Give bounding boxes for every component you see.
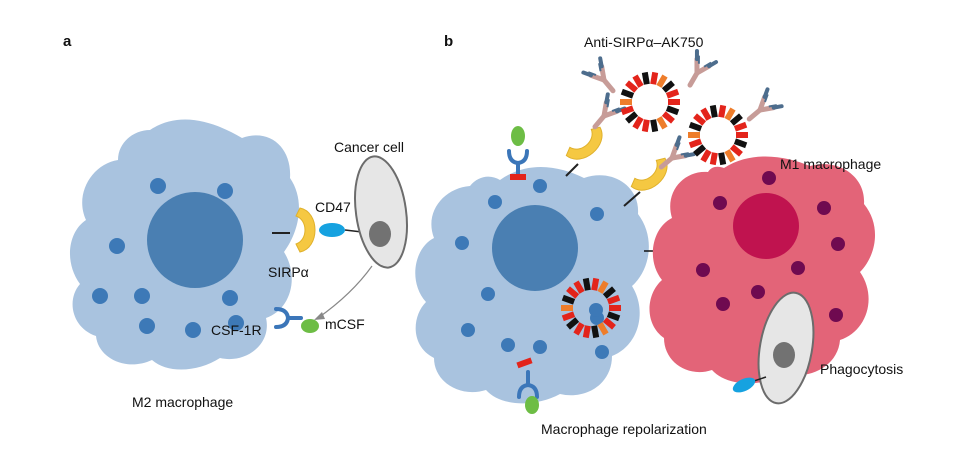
nanoparticle-block: [602, 317, 616, 330]
label-macrophage-repolarization: Macrophage repolarization: [541, 421, 707, 437]
sirpa-receptor-icon-b-1: [563, 123, 611, 168]
nanoparticle-block: [620, 105, 635, 116]
nanoparticle-block: [641, 71, 650, 85]
nanoparticle-block: [688, 121, 703, 132]
label-m1-macrophage: M1 macrophage: [780, 156, 881, 172]
nanoparticle-block: [656, 116, 668, 130]
m2-nucleus: [147, 192, 243, 288]
nanoparticle-block: [632, 116, 644, 130]
label-cd47: CD47: [315, 199, 351, 215]
m1-macrophage-cell: [649, 156, 876, 384]
nanoparticle-block: [733, 138, 748, 149]
cancer-cell-nucleus: [369, 221, 391, 247]
panel-b: b Anti-SIRPα–AK750: [415, 33, 903, 437]
nanoparticle-block: [693, 113, 707, 126]
nanoparticle-block: [729, 113, 743, 126]
nanoparticle-block: [700, 149, 712, 163]
label-nanoparticle: Anti-SIRPα–AK750: [584, 34, 704, 50]
nanoparticle-block: [582, 277, 591, 291]
nanoparticle-block: [591, 325, 600, 339]
nanoparticle-block: [661, 111, 675, 124]
nanoparticle-block: [602, 286, 616, 299]
nanoparticle-block: [573, 322, 585, 336]
nanoparticle-block: [709, 152, 718, 166]
m1-granules: [696, 171, 845, 322]
nanoparticle-block: [700, 107, 712, 121]
receptor-block-top: [510, 174, 526, 180]
nanoparticle-block: [736, 132, 748, 138]
nanoparticle-block: [609, 305, 621, 311]
nanoparticle-block: [729, 144, 743, 157]
nanoparticle-block: [718, 104, 727, 118]
panel-b-letter: b: [444, 33, 453, 50]
b-nucleus: [492, 205, 578, 291]
nanoparticle-block: [620, 99, 632, 105]
panel-a-letter: a: [63, 33, 72, 50]
nanoparticle-block: [724, 107, 736, 121]
label-sirpa: SIRPα: [268, 264, 309, 280]
nanoparticle-block: [656, 74, 668, 88]
nanoparticle-block: [688, 138, 703, 149]
antibody-icon-1: [587, 94, 625, 133]
antibody-icon-4: [680, 51, 716, 91]
nanoparticle-block: [597, 280, 609, 294]
csf1r-receptor-icon: [274, 307, 303, 329]
b-granules: [455, 179, 609, 359]
nanoparticle-block: [665, 88, 680, 99]
nanoparticle-block: [688, 132, 700, 138]
nanoparticle-block: [582, 325, 591, 339]
nanoparticle-block: [606, 294, 621, 305]
sirpa-receptor-icon: [295, 207, 316, 253]
nanoparticle-block: [632, 74, 644, 88]
nanoparticle-block: [625, 80, 639, 93]
nanoparticle-block: [566, 317, 580, 330]
mcsf-icon-b-bottom: [525, 396, 539, 414]
nanoparticle-icon-internalized: [561, 277, 621, 339]
nanoparticle-block: [724, 149, 736, 163]
mcsf-icon: [301, 319, 319, 333]
nanoparticle-icon-2: [688, 104, 748, 166]
nanoparticle-block: [661, 80, 675, 93]
label-mcsf: mCSF: [325, 316, 365, 332]
antibody-icon-5: [742, 89, 781, 127]
nanoparticle-block: [573, 280, 585, 294]
nanoparticle-block: [561, 294, 576, 305]
panel-a: a Cancer cell: [63, 33, 408, 410]
label-m2-macrophage: M2 macrophage: [132, 394, 233, 410]
nanoparticle-block: [650, 71, 659, 85]
mcsf-icon-b-top: [511, 126, 525, 146]
nanoparticle-block: [620, 88, 635, 99]
cd47-icon: [319, 223, 345, 237]
nanoparticle-block: [597, 322, 609, 336]
nanoparticle-block: [693, 144, 707, 157]
nanoparticle-block: [709, 104, 718, 118]
cancer-cell: [354, 155, 408, 269]
nanoparticle-block: [718, 152, 727, 166]
nanoparticle-icon-1: [620, 71, 680, 133]
nanoparticle-block: [665, 105, 680, 116]
antibody-icon-3: [583, 58, 621, 97]
nanoparticle-block: [561, 311, 576, 322]
phagocytosed-cancer-nucleus: [773, 342, 795, 368]
mcsf-release-arrow: [317, 265, 373, 319]
m2-granules: [92, 178, 244, 338]
nanoparticle-block: [733, 121, 748, 132]
receptor-block-bottom: [516, 357, 533, 369]
nanoparticle-block: [625, 111, 639, 124]
nanoparticle-block: [668, 99, 680, 105]
nanoparticle-block: [606, 311, 621, 322]
nanoparticle-block: [591, 277, 600, 291]
m1-nucleus: [733, 193, 799, 259]
label-cancer-cell: Cancer cell: [334, 139, 404, 155]
nanoparticle-block: [641, 119, 650, 133]
label-phagocytosis: Phagocytosis: [820, 361, 903, 377]
label-csf1r: CSF-1R: [211, 322, 262, 338]
nanoparticle-block: [650, 119, 659, 133]
nanoparticle-block: [561, 305, 573, 311]
cd47-icon-b: [732, 377, 756, 393]
nanoparticle-block: [566, 286, 580, 299]
